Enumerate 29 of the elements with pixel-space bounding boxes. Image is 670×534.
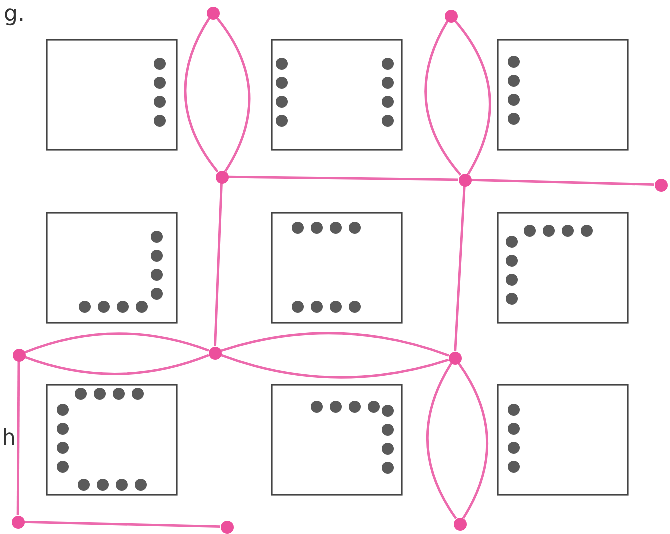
graph-edge (24, 520, 221, 528)
graph-vertex (12, 348, 26, 362)
graph-edge (220, 354, 450, 379)
graph-edge (214, 183, 223, 347)
graph-edge (16, 362, 20, 516)
graph-vertex (458, 174, 472, 186)
graph-edge (458, 362, 488, 520)
figure-letter: g. (4, 4, 25, 26)
graph-vertex (220, 520, 234, 534)
graph-vertex (216, 170, 228, 184)
graph-edge (454, 20, 492, 176)
graph-vertex (206, 6, 220, 20)
graph-edge (184, 18, 219, 173)
graph-vertex (444, 10, 458, 22)
graph-edge (24, 354, 210, 376)
figure-letter: h (2, 428, 16, 450)
graph-edge (228, 176, 459, 182)
graph-edge (220, 332, 450, 357)
graph-edge (424, 20, 462, 176)
graph-vertex (448, 352, 462, 364)
graph-vertex (208, 346, 222, 360)
graph-vertex (654, 178, 668, 192)
graph-vertex (12, 516, 24, 528)
graph-edge (426, 362, 458, 520)
graph-edge (471, 178, 655, 186)
graph-edge (454, 186, 466, 352)
graph-edge (216, 17, 251, 172)
graph-vertex (454, 518, 466, 530)
graph-edge (24, 332, 210, 354)
